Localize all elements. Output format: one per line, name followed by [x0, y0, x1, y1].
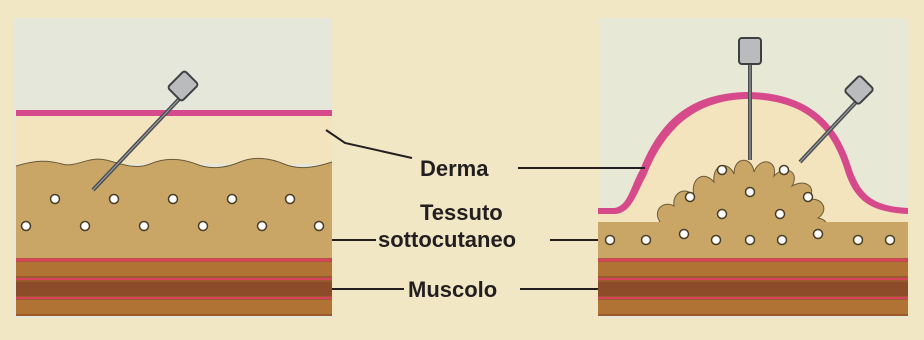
label-tessuto: Tessuto — [420, 200, 503, 225]
left-subcutaneous-layer — [16, 158, 332, 258]
label-muscolo: Muscolo — [408, 277, 497, 302]
left-muscle-layer — [16, 258, 332, 316]
label-sottocutaneo: sottocutaneo — [378, 227, 516, 252]
right-muscle-layer — [598, 258, 908, 316]
left-dermis — [16, 114, 332, 164]
label-derma: Derma — [420, 156, 489, 181]
left-epidermis — [16, 110, 332, 116]
